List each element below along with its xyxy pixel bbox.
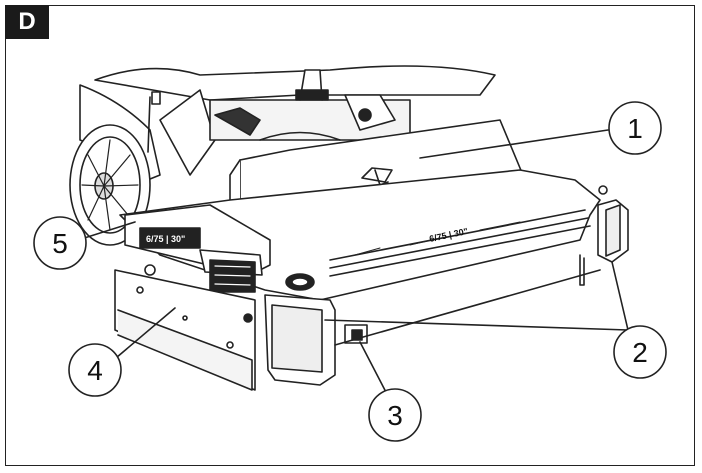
callout-3: 3	[387, 400, 403, 431]
right-roller	[579, 185, 629, 286]
leader-5	[77, 221, 136, 241]
front-bumper	[124, 204, 271, 293]
leader-2b	[324, 319, 629, 331]
callout-5-circle	[33, 216, 87, 270]
callout-2: 2	[632, 337, 648, 368]
leader-4	[109, 307, 176, 364]
engine-area	[147, 69, 411, 176]
leader-2a	[611, 261, 629, 331]
deck-latch	[334, 269, 601, 346]
leader-3	[359, 341, 389, 397]
callout-2-circle	[613, 325, 667, 379]
callout-3-circle	[368, 388, 422, 442]
leader-1	[419, 129, 609, 159]
panel-label: D	[5, 5, 49, 39]
callout-5: 5	[52, 228, 68, 259]
tractor-hood	[94, 65, 496, 101]
callout-4: 4	[87, 355, 103, 386]
model-label-front: 6/75 | 30"	[146, 234, 185, 244]
front-roller	[264, 273, 336, 386]
callout-1-circle	[608, 101, 662, 155]
callout-1: 1	[627, 113, 643, 144]
front-scraper-plate	[114, 269, 256, 391]
callout-4-circle	[68, 343, 122, 397]
